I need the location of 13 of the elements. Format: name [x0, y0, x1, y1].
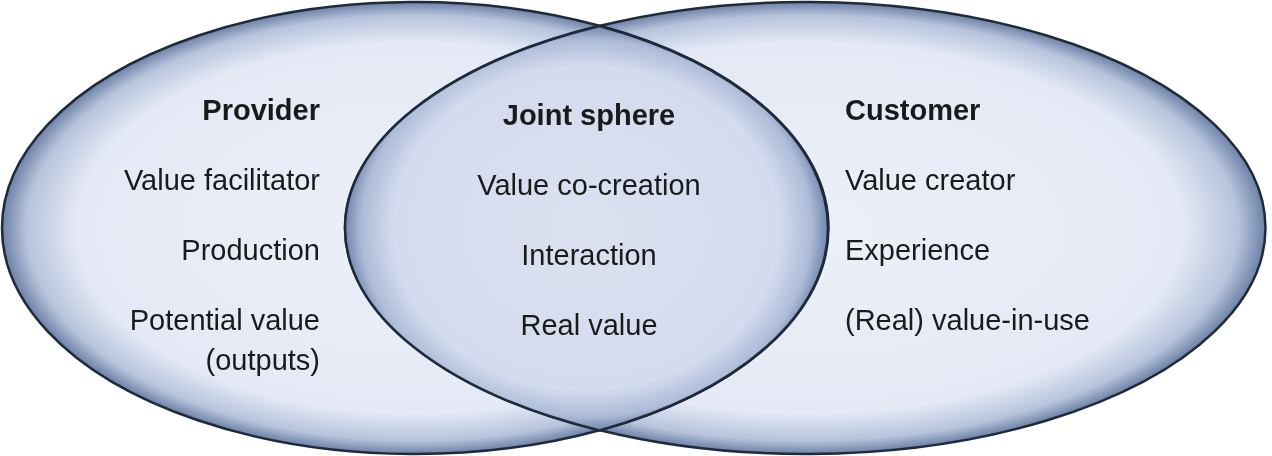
region-heading: Provider — [202, 93, 320, 128]
venn-overlap — [343, 23, 830, 433]
region-text: Production — [181, 233, 320, 268]
region-text: Real value — [520, 308, 658, 343]
region-text: Value creator — [845, 163, 1016, 198]
region-heading: Joint sphere — [502, 98, 676, 133]
region-heading: Customer — [845, 93, 981, 128]
region-text: Value facilitator — [123, 163, 320, 198]
region-text: Experience — [845, 233, 991, 268]
region-text: Potential value (outputs) — [128, 303, 320, 378]
region-text: (Real) value-in-use — [845, 303, 1090, 338]
region-text: Value co-creation — [477, 168, 701, 203]
region-text: Interaction — [521, 238, 657, 273]
